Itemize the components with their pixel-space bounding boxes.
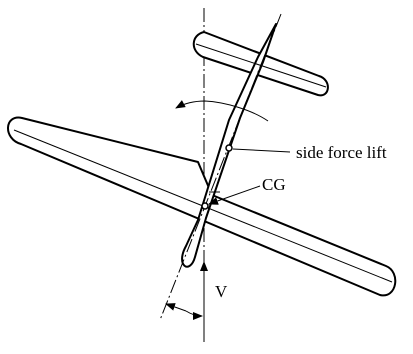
cg-label: CG [262,175,286,194]
side-force-point [225,144,233,152]
cg-point [201,202,209,210]
cg-leader [208,185,261,205]
velocity-label: V [215,282,228,301]
yaw-rotation-arrow [175,100,269,122]
tail-center-line [195,43,327,88]
side-force-leader [232,148,291,153]
sideslip-angle-arc [185,310,203,320]
side-force-label: side force lift [296,143,387,162]
